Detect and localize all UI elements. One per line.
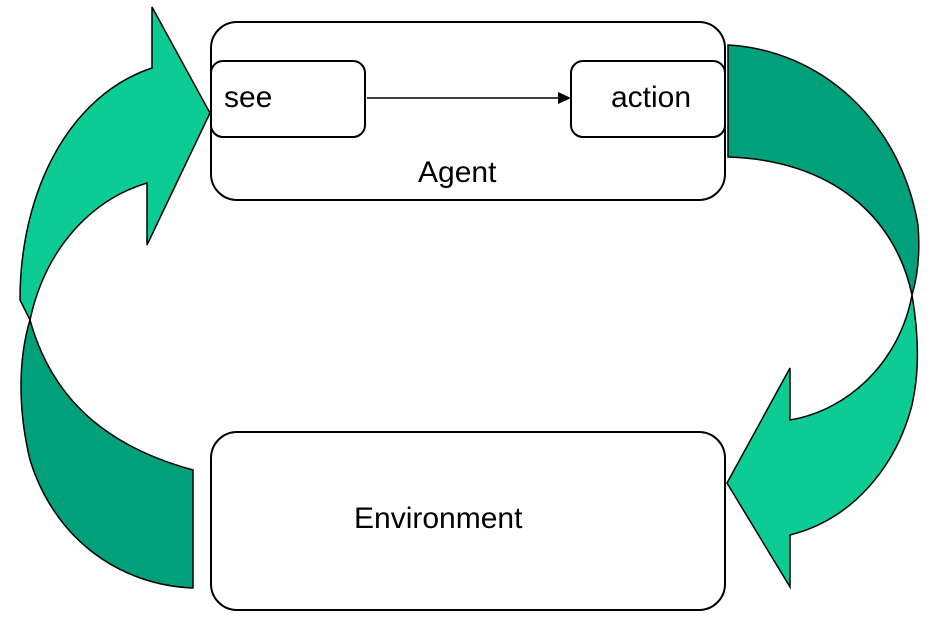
left-arrow-head bbox=[19, 6, 211, 323]
action-box bbox=[570, 60, 726, 138]
see-label: see bbox=[224, 81, 272, 114]
right-arrow-tail bbox=[727, 44, 920, 296]
see-to-action-arrowhead bbox=[558, 92, 571, 104]
agent-label: Agent bbox=[418, 156, 497, 189]
environment-box bbox=[210, 431, 726, 611]
right-arrow-head bbox=[726, 294, 919, 590]
action-label: action bbox=[611, 81, 691, 114]
environment-label: Environment bbox=[354, 502, 523, 535]
left-arrow-tail bbox=[20, 317, 194, 589]
see-box bbox=[210, 60, 366, 138]
